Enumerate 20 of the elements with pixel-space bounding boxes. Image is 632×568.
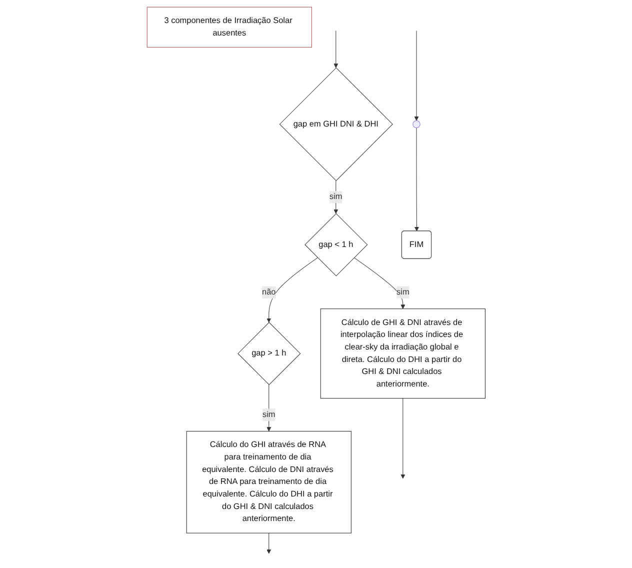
flowchart-diagram: sim não sim sim gap em GHI DNI & DHI 3 componentes de Irradiação Solar ausentes gap < 1 h Cálculo de GHI & DNI através de interpolação linear dos índices de clear-sky da irradiação global e direta. Cálculo do DHI a partir do GHI & DNI calculados anteriormente. gap > 1 h Cálculo do GHI através de RNA para treinamento de dia equivalente. Cálculo de DNI através de RNA para treinamento de dia equivalente. Cálculo do DHI a partir do GHI & DNI calculados anteriormente. FIM xyxy=(142,3,490,565)
edge-label: não xyxy=(262,288,276,296)
arrow xyxy=(333,30,338,68)
arrow xyxy=(400,398,405,479)
node-box xyxy=(320,308,486,399)
arrow xyxy=(266,532,271,554)
arrow xyxy=(266,257,318,323)
arrow xyxy=(266,384,271,432)
arrow xyxy=(414,128,419,232)
edge-label: sim xyxy=(396,288,410,296)
arrow xyxy=(354,257,405,310)
node-diamond xyxy=(279,67,393,182)
edge-label: sim xyxy=(262,410,276,419)
node-circle xyxy=(412,120,420,128)
edge-label: sim xyxy=(329,192,342,202)
node-diamond xyxy=(237,322,300,386)
node-diamond xyxy=(304,213,368,276)
arrow xyxy=(414,30,419,121)
node-box xyxy=(146,6,312,48)
node-box xyxy=(186,431,352,534)
